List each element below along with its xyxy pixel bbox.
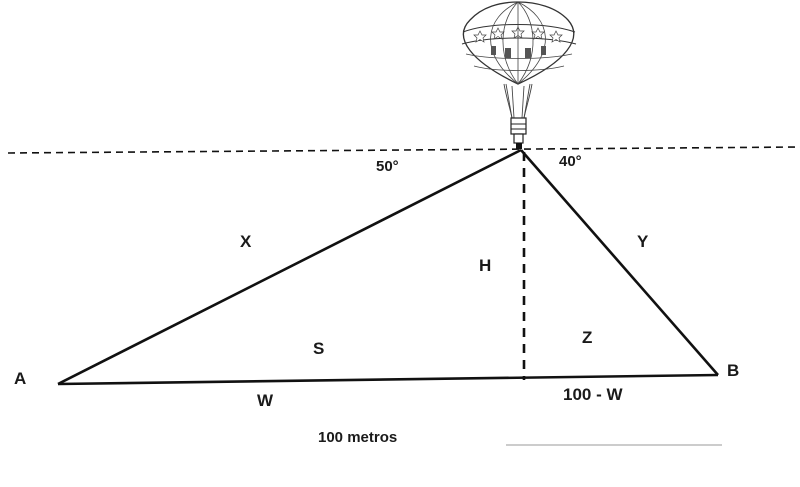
angle-left-label: 50°	[376, 158, 399, 175]
base-line	[57, 373, 719, 386]
side-x-line	[57, 148, 522, 386]
side-y-label: Y	[637, 232, 649, 251]
point-a-label: A	[14, 369, 26, 388]
horizon-dashed-line	[7, 146, 800, 154]
segment-rest-label: 100 - W	[563, 385, 623, 404]
region-z-label: Z	[582, 328, 592, 347]
side-x-label: X	[240, 232, 252, 251]
segment-w-label: W	[257, 391, 274, 410]
angle-right-label: 40°	[559, 153, 582, 170]
side-y-line	[520, 149, 719, 376]
total-distance-label: 100 metros	[318, 429, 397, 446]
hot-air-balloon-icon	[461, 1, 577, 149]
height-label: H	[479, 256, 491, 275]
region-s-label: S	[313, 339, 324, 358]
point-b-label: B	[727, 361, 739, 380]
